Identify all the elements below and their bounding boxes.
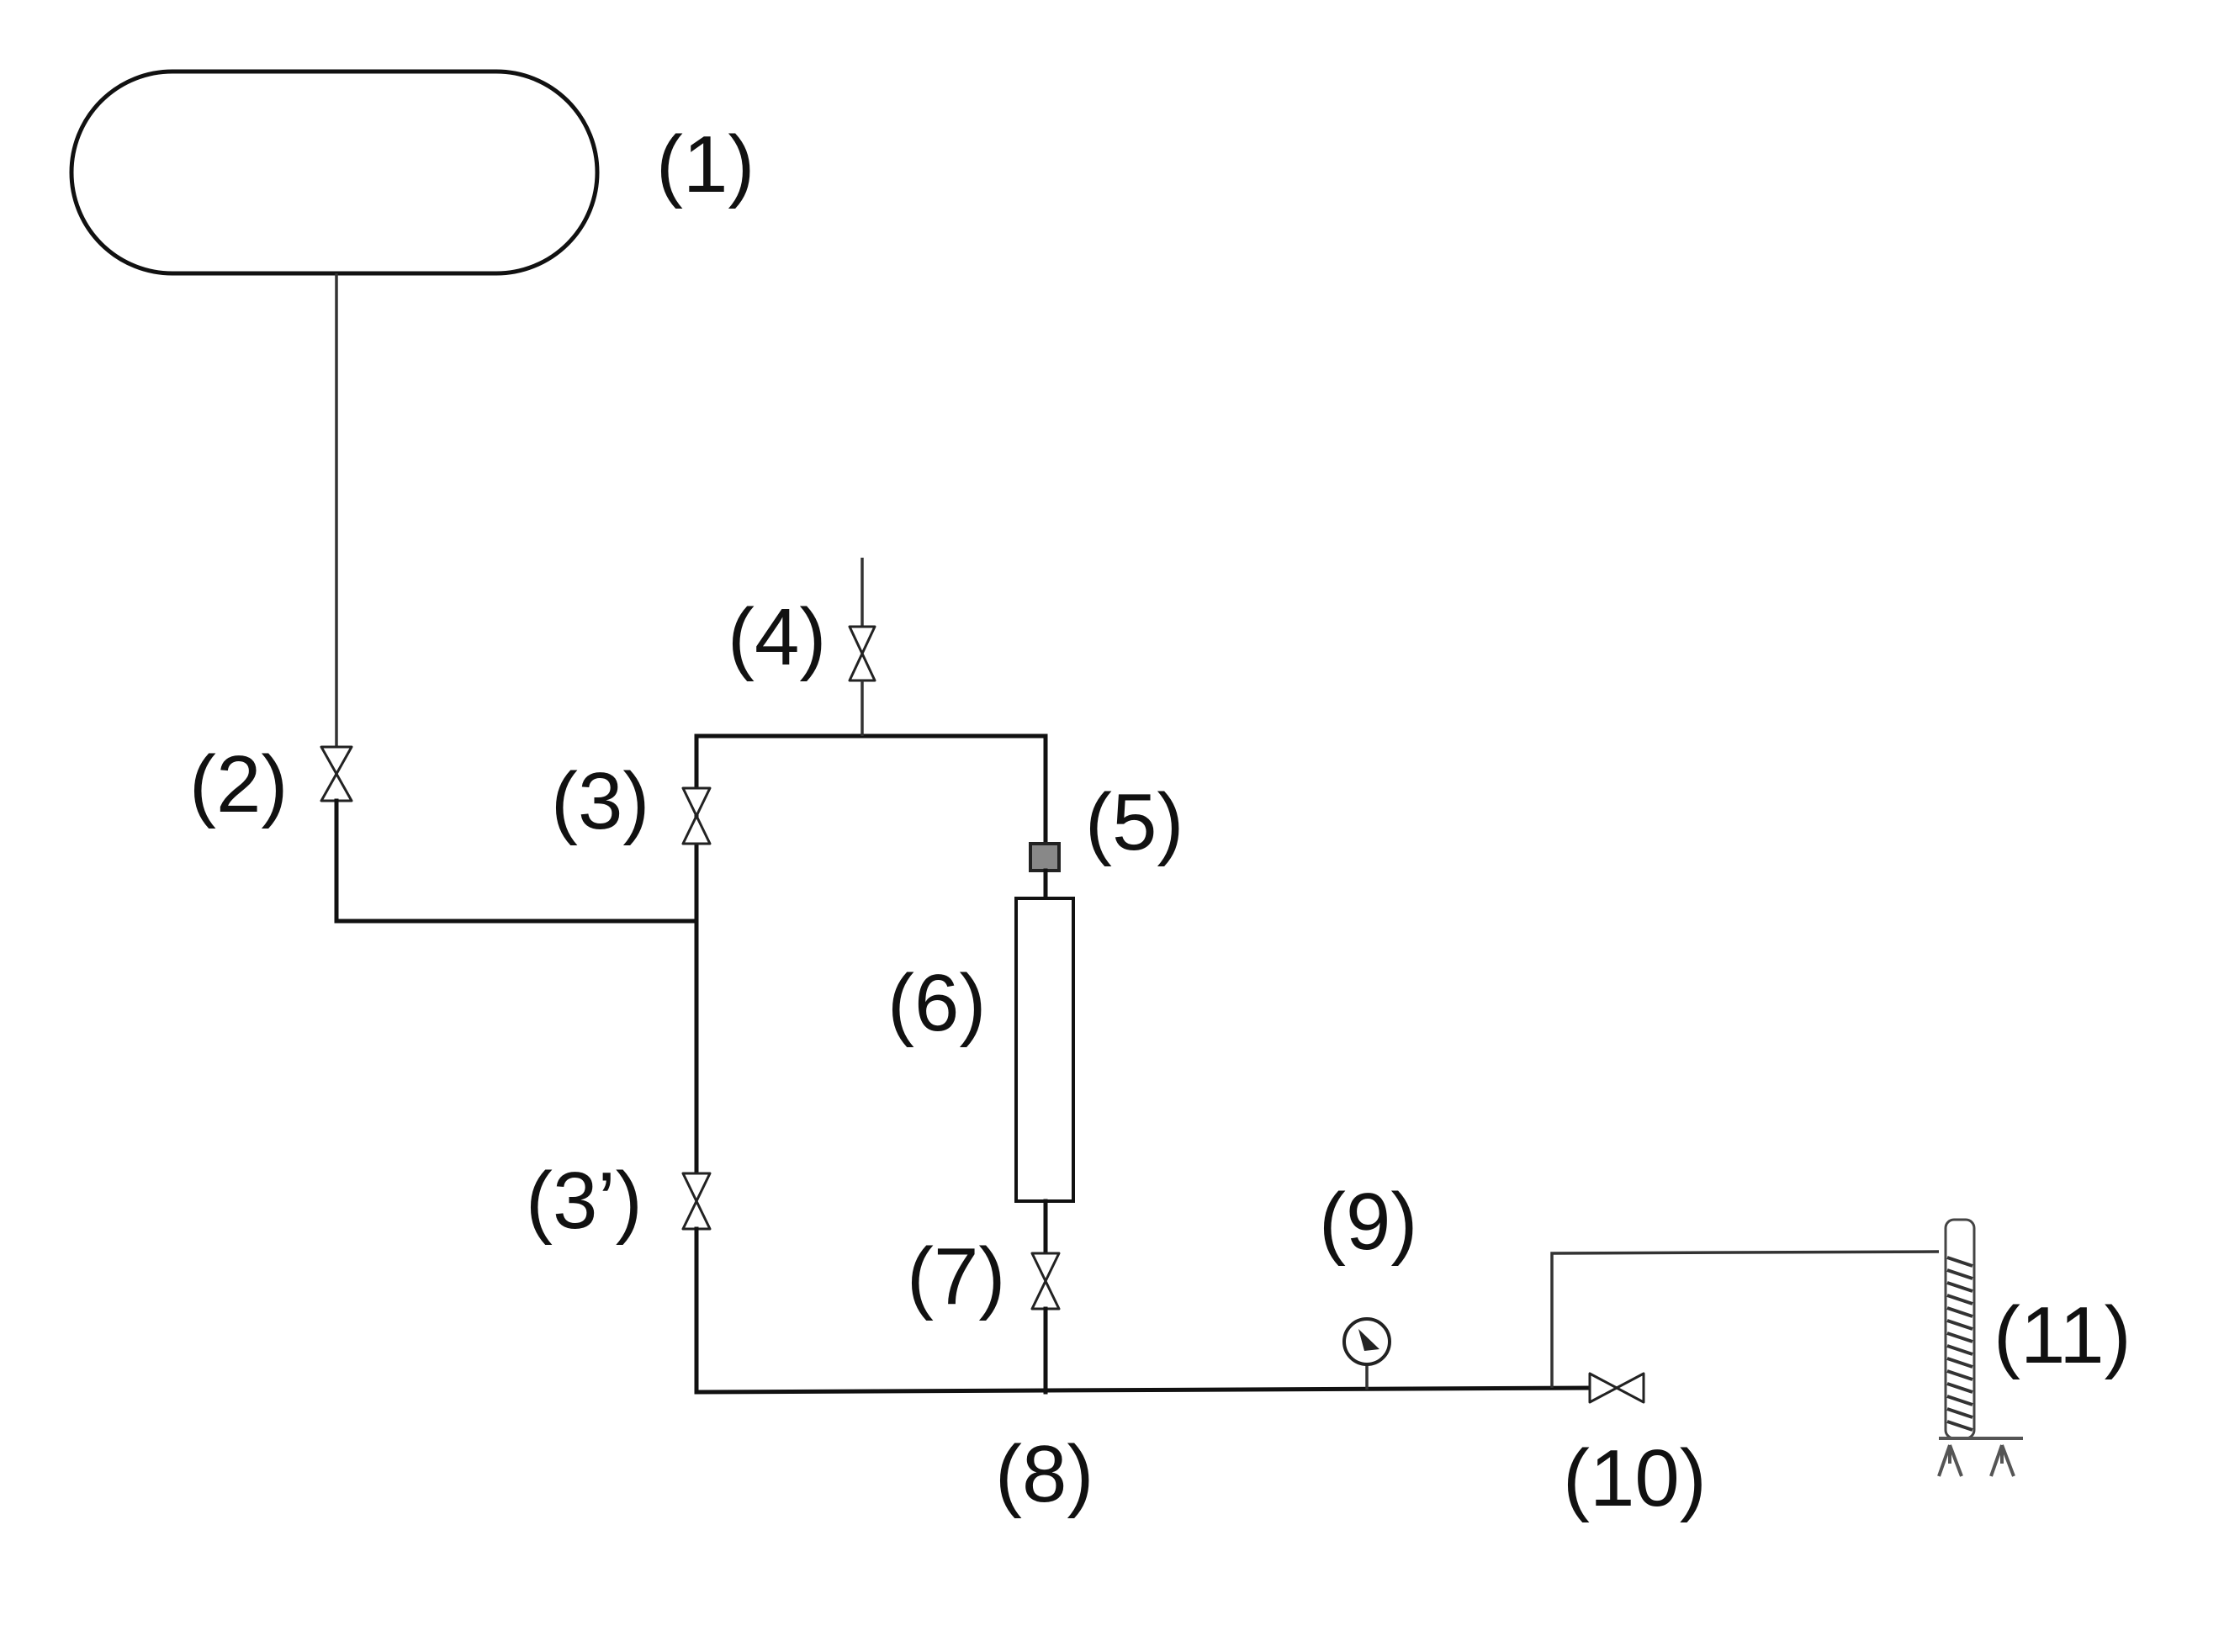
pipe-valve2-to-junction <box>334 798 699 924</box>
column-6 <box>1014 897 1075 1203</box>
valve-2 <box>320 745 353 802</box>
valve-10 <box>1588 1372 1645 1404</box>
label-4: (4) <box>728 592 826 682</box>
label-1: (1) <box>656 119 755 209</box>
label-10: (10) <box>1563 1433 1707 1523</box>
condenser-11 <box>1937 1218 2023 1477</box>
valve-3 <box>681 786 712 845</box>
label-9: (9) <box>1319 1177 1417 1267</box>
label-11: (11) <box>1994 1290 2131 1380</box>
storage-vessel <box>69 69 600 276</box>
valve-4 <box>848 625 876 682</box>
label-8: (8) <box>995 1429 1093 1519</box>
valve-3-prime <box>681 1172 712 1231</box>
label-3: (3) <box>551 756 649 846</box>
label-7: (7) <box>907 1231 1005 1321</box>
pipe-bottom-main <box>694 1385 1592 1395</box>
valve-7 <box>1030 1252 1061 1310</box>
label-3-prime: (3’) <box>526 1156 643 1246</box>
label-6: (6) <box>887 958 986 1048</box>
filter-5 <box>1029 842 1061 872</box>
pressure-gauge-icon <box>1342 1317 1391 1366</box>
label-5: (5) <box>1085 777 1183 867</box>
pipe-to-condenser <box>1550 1250 1940 1388</box>
label-2: (2) <box>189 739 288 829</box>
